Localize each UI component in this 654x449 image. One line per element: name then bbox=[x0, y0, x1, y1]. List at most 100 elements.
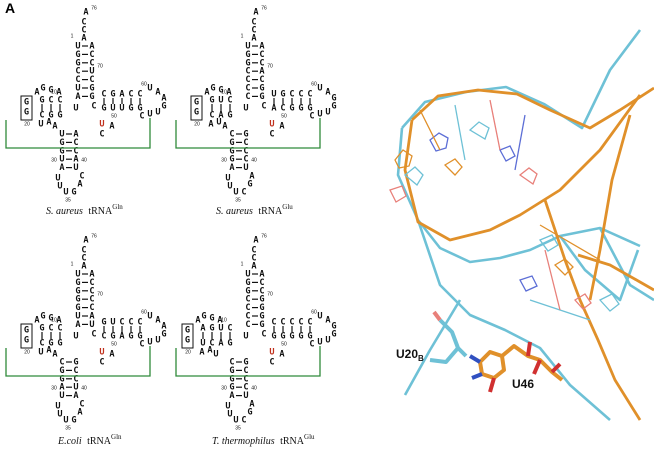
orange-backbone bbox=[403, 86, 654, 421]
acceptor-5prime-nucleotide: C bbox=[245, 303, 250, 313]
d-loop-nucleotide: U bbox=[38, 348, 43, 358]
t-loop-nucleotide: U bbox=[325, 108, 330, 118]
acceptor-5prime-nucleotide: C bbox=[245, 312, 250, 322]
variable-loop-nucleotide: A bbox=[279, 122, 285, 132]
acceptor-5prime-nucleotide: G bbox=[75, 50, 80, 60]
position-number: 35 bbox=[65, 197, 71, 203]
position-number: 1 bbox=[241, 261, 244, 267]
t-loop-nucleotide: U bbox=[147, 312, 152, 322]
d-loop-nucleotide: G bbox=[185, 326, 190, 336]
position-number: 35 bbox=[235, 197, 241, 203]
tertiary-interaction-connector bbox=[5, 118, 151, 149]
acceptor-5prime-nucleotide: U bbox=[75, 84, 80, 94]
d-loop-nucleotide: A bbox=[52, 122, 58, 132]
d-stem-nucleotide: U bbox=[200, 339, 205, 349]
boxed-gg bbox=[190, 95, 203, 121]
d-loop-nucleotide: G bbox=[210, 84, 215, 94]
anticodon-loop-nucleotide: U bbox=[227, 182, 232, 192]
anticodon-stem-nucleotide: G bbox=[229, 366, 234, 376]
anticodon-loop-nucleotide: C bbox=[79, 172, 84, 182]
junction-nucleotide: U bbox=[243, 104, 248, 114]
anticodon-stem-nucleotide: A bbox=[59, 383, 65, 393]
junction-nucleotide: U bbox=[73, 332, 78, 342]
t-stem-nucleotide: C bbox=[137, 90, 142, 100]
anticodon-loop-nucleotide: C bbox=[241, 188, 246, 198]
acceptor-3prime-nucleotide: C bbox=[259, 58, 264, 68]
position-number: 60 bbox=[141, 309, 147, 315]
position-number: 40 bbox=[251, 385, 257, 391]
anticodon-stem-nucleotide: A bbox=[229, 163, 235, 173]
tertiary-interaction-connector bbox=[175, 346, 321, 377]
anticodon-loop-nucleotide: U bbox=[63, 416, 68, 426]
t-stem-nucleotide: U bbox=[119, 104, 124, 114]
t-loop-nucleotide: U bbox=[317, 110, 322, 120]
t-stem-nucleotide: G bbox=[137, 104, 142, 114]
anticodon-loop-nucleotide: U bbox=[225, 174, 230, 184]
t-stem-nucleotide: G bbox=[280, 90, 285, 100]
t-loop-nucleotide: A bbox=[161, 94, 167, 104]
position-number: 60 bbox=[311, 81, 317, 87]
anticodon-loop-nucleotide: U bbox=[233, 188, 238, 198]
junction-nucleotide: C bbox=[91, 102, 96, 112]
anticodon-stem-nucleotide: C bbox=[243, 155, 248, 165]
acceptor-3prime-nucleotide: C bbox=[89, 286, 94, 296]
anticodon-stem-nucleotide: G bbox=[229, 383, 234, 393]
junction-nucleotide: C bbox=[91, 330, 96, 340]
acceptor-3prime-nucleotide: C bbox=[89, 58, 94, 68]
anticodon-loop-nucleotide: G bbox=[247, 408, 252, 418]
acceptor-tail-nucleotide: A bbox=[251, 262, 257, 272]
d-loop-nucleotide: A bbox=[204, 88, 210, 98]
anticodon-stem-nucleotide: G bbox=[59, 138, 64, 148]
anticodon-loop-nucleotide: U bbox=[225, 402, 230, 412]
t-stem-nucleotide: C bbox=[289, 318, 294, 328]
t-loop-nucleotide: C bbox=[139, 340, 144, 350]
variable-loop-nucleotide: A bbox=[109, 350, 115, 360]
t-loop-nucleotide: C bbox=[139, 112, 144, 122]
anticodon-loop-nucleotide: A bbox=[249, 400, 255, 410]
caption-tt-glu: T. thermophilus tRNAGlu bbox=[212, 433, 315, 447]
anticodon-loop-nucleotide: U bbox=[227, 410, 232, 420]
acceptor-5prime-nucleotide: U bbox=[75, 312, 80, 322]
d-loop-nucleotide: A bbox=[208, 120, 214, 130]
t-loop-nucleotide: U bbox=[317, 84, 322, 94]
d-loop-nucleotide: G bbox=[48, 314, 53, 324]
t-stem-nucleotide: G bbox=[289, 104, 294, 114]
t-loop-nucleotide: G bbox=[331, 330, 336, 340]
t-stem-nucleotide: G bbox=[307, 104, 312, 114]
t-loop-nucleotide: A bbox=[155, 88, 161, 98]
u20b-nucleotide bbox=[429, 310, 468, 364]
t-loop-nucleotide: A bbox=[161, 322, 167, 332]
position-number: 30 bbox=[221, 157, 227, 163]
anticodon-stem-nucleotide: U bbox=[59, 130, 64, 140]
acceptor-3prime-nucleotide: G bbox=[89, 92, 94, 102]
acceptor-3prime-nucleotide: U bbox=[89, 320, 94, 330]
anticodon-loop-nucleotide: U bbox=[57, 410, 62, 420]
position-number: 30 bbox=[221, 385, 227, 391]
t-loop-nucleotide: A bbox=[325, 88, 331, 98]
d-loop-nucleotide: A bbox=[56, 316, 62, 326]
anticodon-stem-nucleotide: A bbox=[59, 163, 65, 173]
panel-a-letter: A bbox=[5, 0, 16, 16]
d-loop-nucleotide: A bbox=[56, 88, 62, 98]
d-stem-nucleotide: C bbox=[57, 96, 62, 106]
d-loop-nucleotide: A bbox=[34, 88, 40, 98]
acceptor-3prime-nucleotide: C bbox=[89, 295, 94, 305]
position-number: 10 bbox=[221, 317, 227, 323]
acceptor-3prime-nucleotide: A bbox=[259, 270, 265, 280]
variable-loop-u46: U bbox=[269, 120, 274, 130]
acceptor-5prime-nucleotide: G bbox=[245, 278, 250, 288]
variable-loop-u46: U bbox=[269, 348, 274, 358]
t-loop-nucleotide: U bbox=[147, 338, 152, 348]
acceptor-3prime-nucleotide: C bbox=[259, 278, 264, 288]
acceptor-5prime-nucleotide: C bbox=[75, 67, 80, 77]
position-number: 10 bbox=[51, 89, 57, 95]
position-number: 20 bbox=[194, 121, 200, 127]
acceptor-5prime-nucleotide: U bbox=[245, 270, 250, 280]
anticodon-stem-nucleotide: A bbox=[73, 391, 79, 401]
anticodon-stem-nucleotide: U bbox=[243, 391, 248, 401]
anticodon-loop-nucleotide: U bbox=[57, 182, 62, 192]
t-stem-nucleotide: G bbox=[110, 332, 115, 342]
t-stem-nucleotide: G bbox=[128, 104, 133, 114]
caption-sa-glu: S. aureus tRNAGlu bbox=[216, 203, 293, 217]
